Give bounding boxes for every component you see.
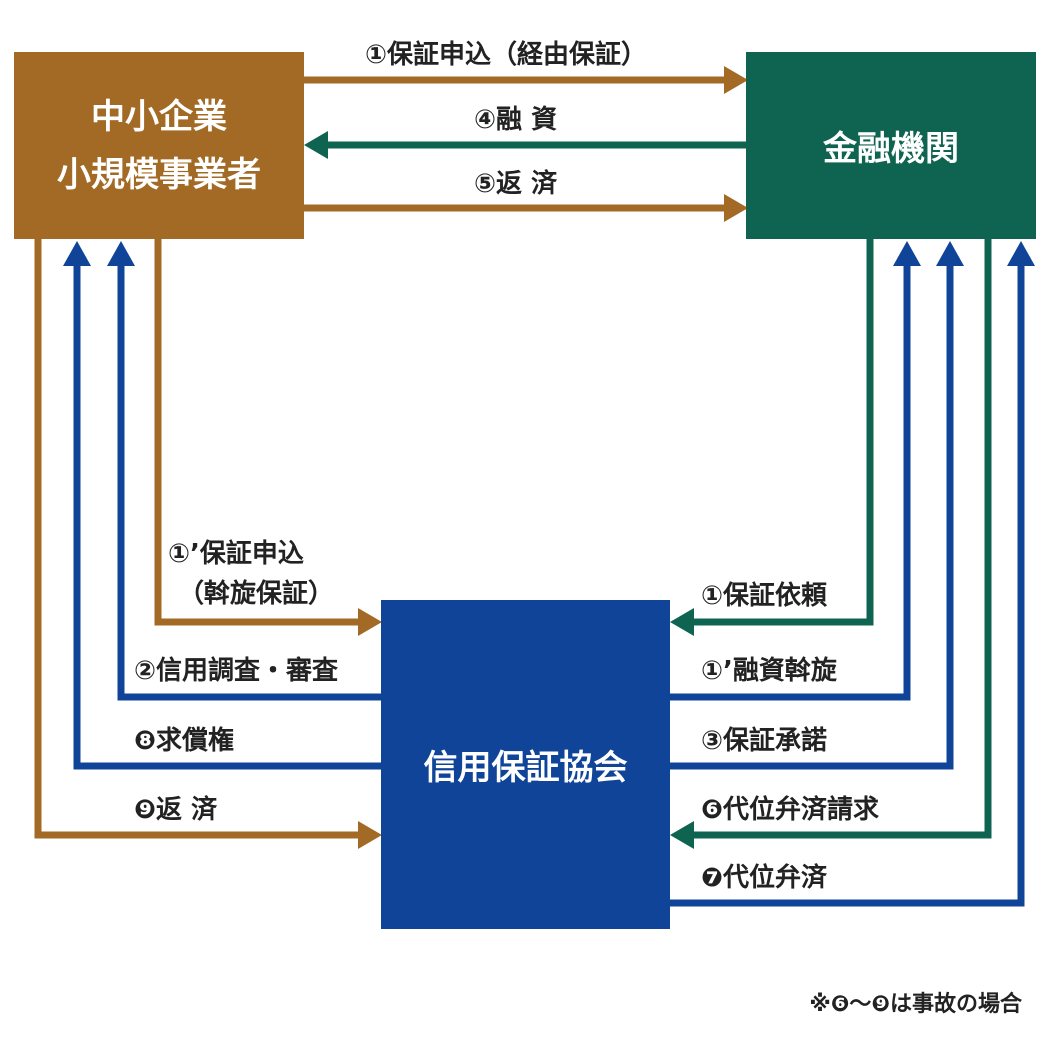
arrowhead-assoc-to-bank-subrogation — [1007, 241, 1035, 266]
node-sme-line2: 小規模事業者 — [57, 154, 261, 195]
arrowhead-sme-to-assoc-apply — [358, 608, 382, 636]
label-f2: ②信用調査・審査 — [134, 656, 339, 686]
arrowhead-assoc-to-bank-approval — [936, 241, 964, 266]
arrowhead-bank-to-sme-loan — [304, 131, 328, 159]
footnote: ※❻～❾は事故の場合 — [809, 992, 1022, 1017]
arrow-assoc-to-sme-claim — [73, 262, 381, 770]
label-f7: ❼代位弁済 — [701, 863, 828, 893]
node-assoc: 信用保証協会 — [381, 600, 670, 929]
label-f9: ❾返 済 — [134, 795, 218, 825]
arrowhead-bank-to-assoc-subrogation-request — [670, 821, 694, 849]
arrow-assoc-to-bank-mediation — [670, 262, 911, 701]
label-f1p-line1: ①’保証申込 — [168, 539, 304, 569]
node-assoc-label: 信用保証協会 — [423, 748, 628, 788]
arrowhead-assoc-to-sme-review — [107, 241, 135, 266]
arrow-bank-to-assoc-request — [690, 239, 874, 626]
node-bank: 金融機関 — [746, 52, 1036, 239]
arrow-bank-to-assoc-subrogation-request — [690, 239, 992, 839]
label-fb1: ①保証依頼 — [701, 581, 828, 611]
label-f5: ⑤返 済 — [474, 169, 558, 199]
arrow-assoc-to-sme-review — [117, 262, 381, 701]
node-sme-line1: 中小企業 — [91, 96, 227, 137]
arrowhead-bank-to-assoc-request — [670, 608, 694, 636]
arrowhead-sme-to-bank-repay — [724, 194, 748, 222]
arrowhead-sme-to-assoc-repay — [358, 821, 382, 849]
label-f3: ③保証承諾 — [701, 726, 828, 756]
label-f1: ①保証申込（経由保証） — [365, 40, 648, 70]
arrow-assoc-to-bank-approval — [670, 262, 954, 770]
arrow-sme-to-assoc-repay — [34, 239, 362, 839]
arrowhead-assoc-to-sme-claim — [63, 241, 91, 266]
node-bank-label: 金融機関 — [823, 129, 959, 169]
label-f4: ④融 資 — [474, 105, 558, 135]
arrowhead-assoc-to-bank-mediation — [893, 241, 921, 266]
arrow-assoc-to-bank-subrogation — [670, 262, 1025, 907]
node-sme: 中小企業 小規模事業者 — [14, 52, 304, 239]
label-f8: ❽求償権 — [134, 726, 235, 756]
label-f1p-line2: （斡旋保証） — [178, 579, 335, 609]
arrowhead-sme-to-bank-apply — [724, 66, 748, 94]
label-fb1p: ①’融資斡旋 — [701, 656, 837, 686]
label-f6: ❻代位弁済請求 — [701, 795, 880, 825]
arrow-sme-to-assoc-apply — [154, 239, 362, 626]
